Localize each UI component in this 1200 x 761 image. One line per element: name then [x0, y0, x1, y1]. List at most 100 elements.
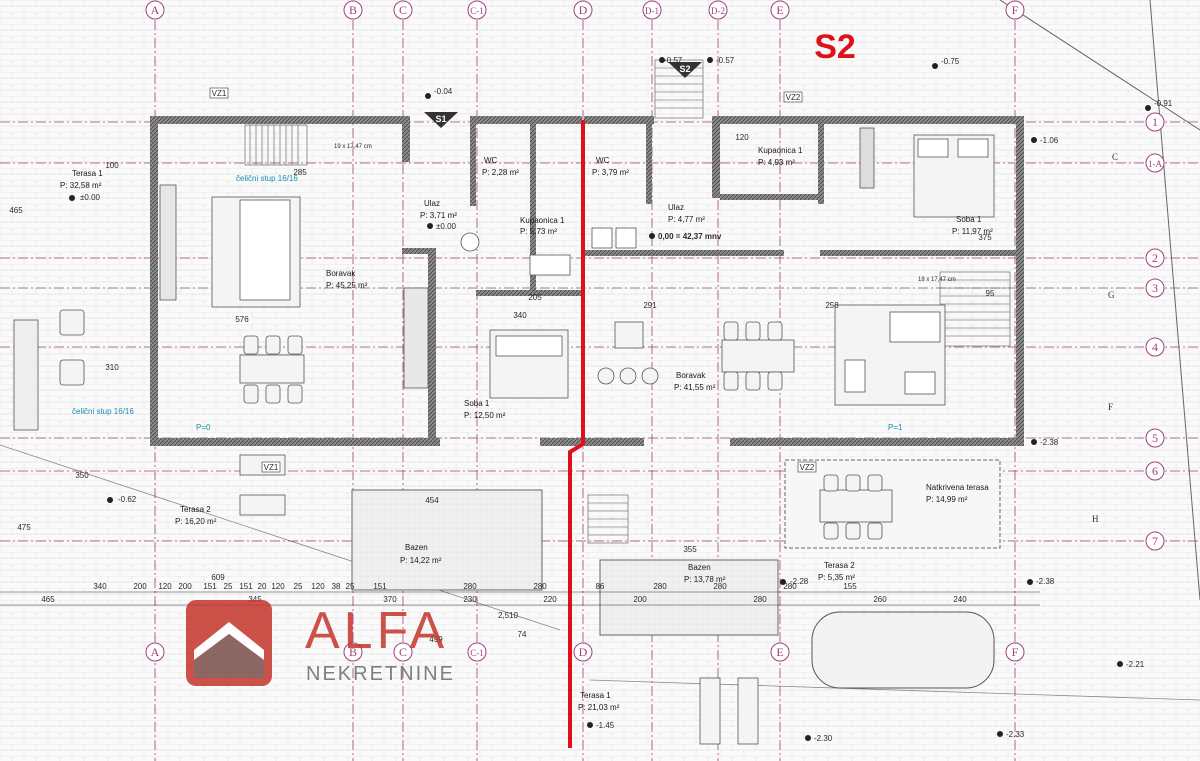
svg-text:5: 5	[1152, 431, 1158, 445]
pool-left	[351, 489, 543, 591]
svg-text:F: F	[1012, 645, 1019, 659]
level-marker: -0.57	[659, 56, 683, 65]
window-tag: VZ1	[209, 87, 229, 99]
dimension-label: 200	[178, 582, 192, 591]
room-area: P: 5,35 m²	[818, 573, 855, 582]
svg-text:A: A	[151, 645, 160, 659]
svg-text:E: E	[776, 3, 783, 17]
dimension-label: 475	[17, 523, 31, 532]
svg-text:VZ1: VZ1	[212, 89, 227, 98]
dimension-label: 25	[346, 582, 355, 591]
grid-bubble: D-2	[708, 0, 728, 20]
level-marker: ±0.00	[427, 222, 457, 231]
dimension-label: 465	[41, 595, 55, 604]
svg-text:3: 3	[1152, 281, 1158, 295]
svg-text:2: 2	[1152, 251, 1158, 265]
dimension-label: 280	[753, 595, 767, 604]
dimension-label: 151	[203, 582, 217, 591]
room-name: Soba 1	[464, 399, 490, 408]
alfa-brand-text: ALFA	[305, 602, 448, 660]
furniture-right	[591, 127, 995, 745]
grid-bubbles-bottom: A B C C-1 D E F	[145, 642, 1025, 662]
room-name: Kupaonica 1	[758, 146, 803, 155]
section-marker-s1: S1	[424, 112, 458, 128]
dimension-label: 151	[239, 582, 253, 591]
svg-text:-2.38: -2.38	[1040, 438, 1059, 447]
room-area: P: 21,03 m²	[578, 703, 620, 712]
dimension-label: 285	[293, 168, 307, 177]
svg-text:C: C	[399, 645, 407, 659]
stair-note: 18 x 17,47 cm	[918, 277, 956, 283]
svg-text:-2.21: -2.21	[1126, 660, 1145, 669]
section-marker-s2: S2	[668, 62, 702, 78]
dimension-label: 155	[843, 582, 857, 591]
level-marker: -2.28	[780, 577, 809, 586]
dimension-label: 258	[825, 301, 839, 310]
level-markers: -0.04 -0.57 -0.57 -0.75 -0.91 -1.06 ±0.0…	[69, 56, 1173, 743]
grid-bubble: E	[770, 0, 790, 20]
room-area: P: 4,77 m²	[668, 215, 705, 224]
level-marker: -1.06	[1031, 136, 1059, 145]
level-marker: -2.33	[997, 730, 1025, 739]
dimension-label: 355	[683, 545, 697, 554]
room-name: Natkrivena terasa	[926, 483, 989, 492]
grid-bubble: 4	[1145, 337, 1165, 357]
dimension-label: 200	[133, 582, 147, 591]
pool-right	[599, 559, 779, 636]
dimension-label: 20	[258, 582, 267, 591]
level-marker: ±0.00	[69, 193, 101, 202]
floor-mark: P=1	[888, 423, 903, 432]
room-area: P: 12,50 m²	[464, 411, 506, 420]
grid-bubble: A	[145, 0, 165, 20]
dimension-label: 280	[463, 582, 477, 591]
room-area: P: 16,20 m²	[175, 517, 217, 526]
dimension-label: 200	[633, 595, 647, 604]
svg-text:S1: S1	[435, 114, 446, 124]
svg-text:-0.04: -0.04	[434, 87, 453, 96]
svg-text:-2.30: -2.30	[814, 734, 833, 743]
dimension-label: 280	[783, 582, 797, 591]
svg-text:C-1: C-1	[470, 648, 484, 658]
dimension-label: 120	[158, 582, 172, 591]
grid-bubble: D	[573, 0, 593, 20]
dimension-label: 151	[373, 582, 387, 591]
room-area: P: 32,58 m²	[60, 181, 102, 190]
grid-bubble: 6	[1145, 461, 1165, 481]
room-area: P: 3,79 m²	[592, 168, 629, 177]
level-marker: 0,00 = 42,37 mnv	[649, 232, 722, 241]
window-tag: VZ2	[783, 91, 803, 103]
dimension-label: 340	[93, 582, 107, 591]
grid-bubble: D	[573, 642, 593, 662]
axis-letter: G	[1108, 290, 1115, 300]
dimension-label: 340	[513, 311, 527, 320]
dimension-label: 230	[463, 595, 477, 604]
svg-text:-0.75: -0.75	[941, 57, 960, 66]
dimension-label: 100	[105, 161, 119, 170]
room-area: P: 13,78 m²	[684, 575, 726, 584]
room-name: WC	[484, 156, 498, 165]
dimension-label: 120	[735, 133, 749, 142]
dimension-label: 280	[533, 582, 547, 591]
svg-text:VZ2: VZ2	[786, 93, 801, 102]
site-boundary	[999, 0, 1200, 601]
room-area: P: 14,99 m²	[926, 495, 968, 504]
svg-text:A: A	[151, 3, 160, 17]
svg-text:D-2: D-2	[711, 6, 725, 16]
grid-bubble: 7	[1145, 531, 1165, 551]
svg-text:±0.00: ±0.00	[80, 193, 101, 202]
room-name: Kupaonica 1	[520, 216, 565, 225]
dimension-label: 465	[9, 206, 23, 215]
grid-bubble: F	[1005, 0, 1025, 20]
svg-text:VZ1: VZ1	[264, 463, 279, 472]
room-area: P: 3,71 m²	[420, 211, 457, 220]
room-name: Soba 1	[956, 215, 982, 224]
grid-bubble: B	[343, 0, 363, 20]
stair-note: 19 x 17,47 cm	[334, 144, 372, 150]
grid-bubble: 1	[1145, 112, 1165, 132]
dimension-label: 280	[653, 582, 667, 591]
svg-text:-0.57: -0.57	[716, 56, 735, 65]
dimension-label: 220	[543, 595, 557, 604]
grid-bubble: C-1	[467, 0, 487, 20]
